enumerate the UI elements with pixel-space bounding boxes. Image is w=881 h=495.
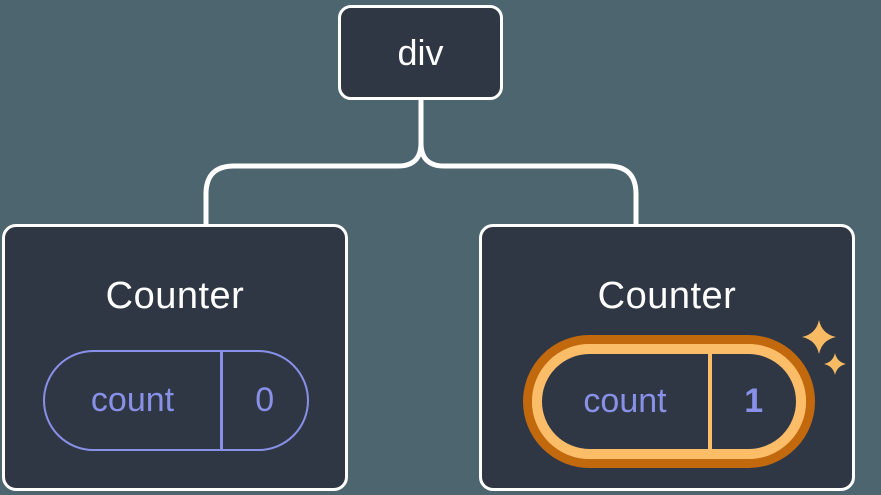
counter-node-right: Counter count 1 <box>479 224 855 491</box>
sparkle-small <box>824 353 846 375</box>
state-pill: count 0 <box>43 350 309 451</box>
root-node-label: div <box>397 31 444 73</box>
sparkles-icon <box>802 320 846 375</box>
counter-title: Counter <box>105 275 245 317</box>
counter-title: Counter <box>597 275 737 317</box>
state-value: 0 <box>255 381 275 419</box>
pill-divider <box>708 354 712 449</box>
state-value: 1 <box>744 382 764 420</box>
state-pill: count 1 <box>532 344 806 459</box>
connector-left-branch <box>203 97 424 228</box>
root-node-div: div <box>338 5 503 100</box>
connector-right-branch <box>418 97 639 228</box>
sparkle-large <box>802 320 836 354</box>
pill-divider <box>220 352 223 449</box>
state-key: count <box>583 382 667 420</box>
state-key: count <box>90 381 175 419</box>
state-pill-highlight-ring: count 1 <box>523 335 815 468</box>
counter-node-left: Counter count 0 <box>2 224 348 491</box>
